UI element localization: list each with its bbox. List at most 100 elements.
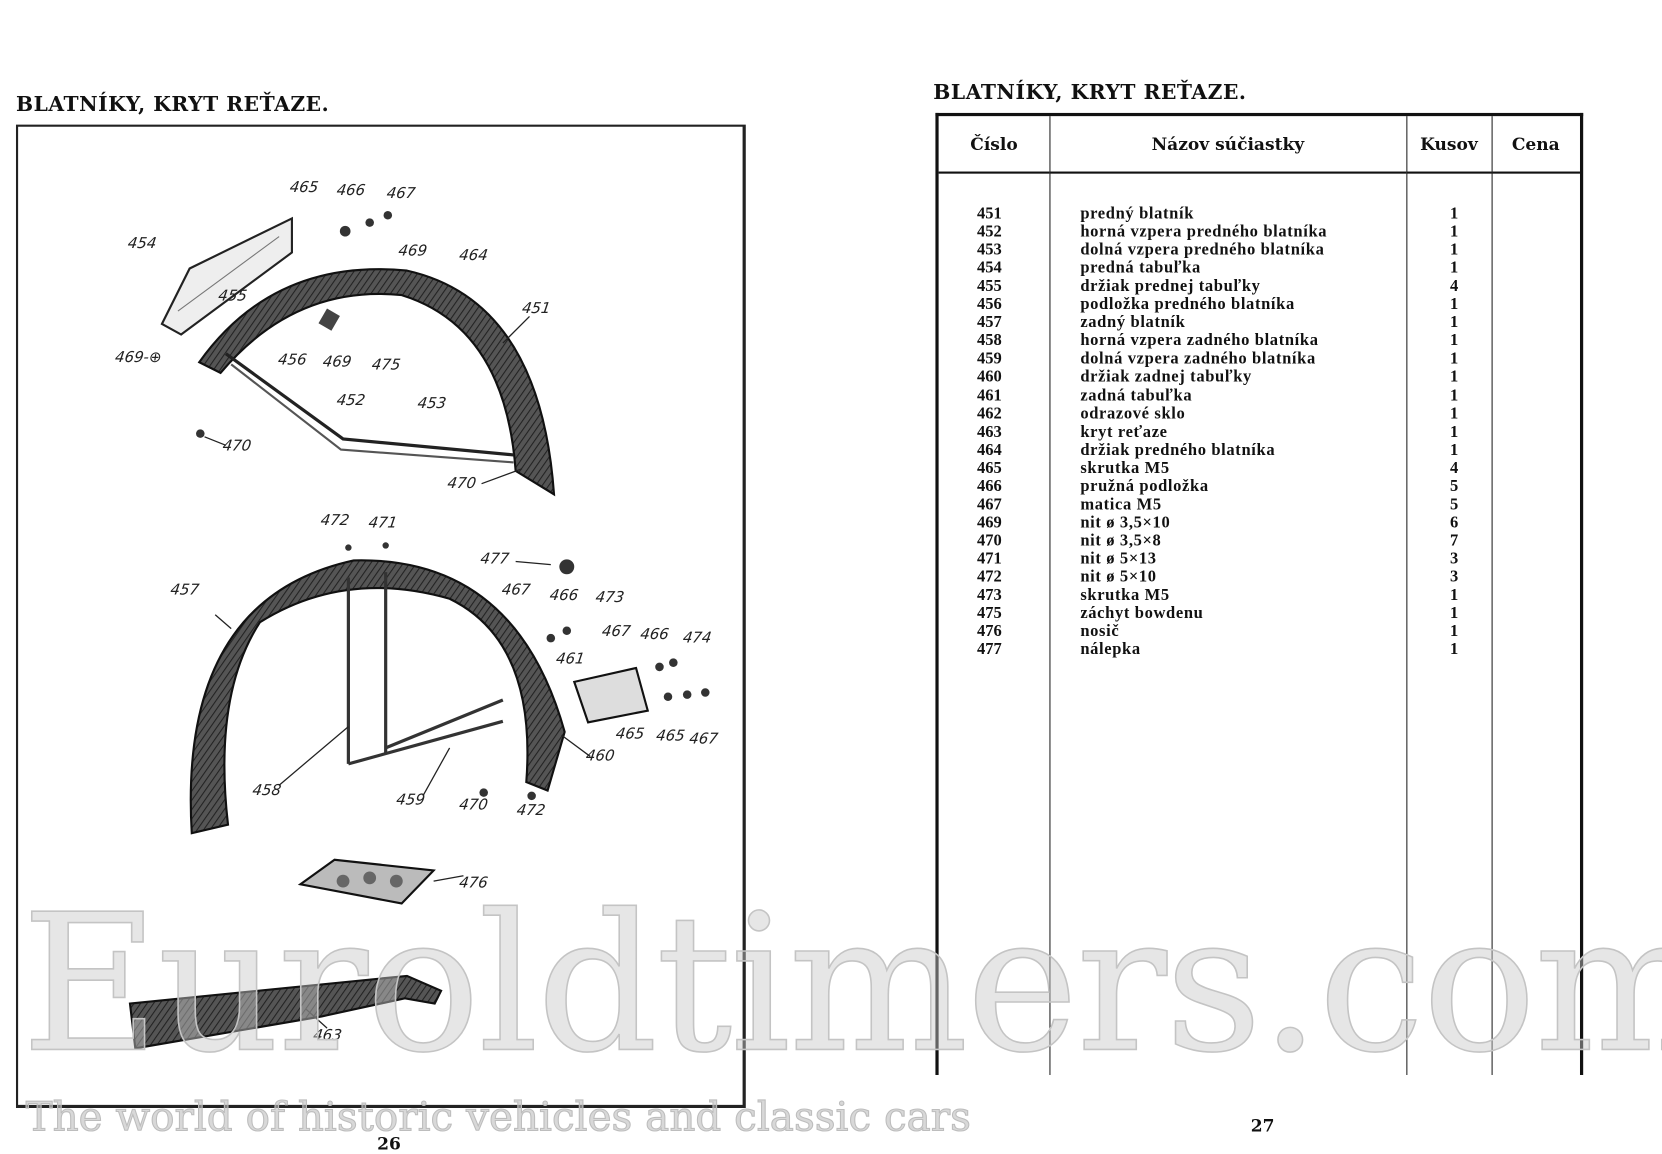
table-row: 461 zadná tabuľka 1: [939, 386, 1578, 404]
part-quantity: 1: [1450, 349, 1459, 368]
table-row: 451 predný blatník 1: [939, 205, 1578, 223]
front-lower-strut: [230, 363, 514, 464]
part-name: držiak zadnej tabuľky: [1080, 368, 1252, 387]
part-quantity: 1: [1450, 331, 1459, 350]
exploded-view-drawing: [128, 210, 710, 1050]
callout-label: 466: [335, 182, 367, 200]
callout-label: 459: [395, 791, 427, 809]
column-divider: [1049, 116, 1051, 1075]
part-number: 464: [976, 440, 1002, 459]
front-upper-strut: [224, 352, 514, 457]
callout-label: 470: [457, 796, 489, 814]
part-quantity: 1: [1450, 313, 1459, 332]
callout-label: 465: [614, 725, 646, 743]
callout-label: 461: [554, 650, 586, 669]
callout-label: 465: [288, 178, 320, 197]
part-name: horná vzpera predného blatníka: [1080, 222, 1328, 241]
callout-label: 453: [416, 395, 448, 413]
part-name: skrutka M5: [1080, 586, 1170, 605]
part-number: 465: [976, 458, 1002, 477]
callout-label: 472: [515, 802, 547, 820]
callout-label: 469-⊕: [113, 349, 163, 367]
part-name: dolná vzpera zadného blatníka: [1080, 349, 1316, 368]
part-name: dolná vzpera predného blatníka: [1080, 240, 1325, 259]
part-quantity: 1: [1450, 204, 1459, 223]
part-quantity: 1: [1450, 259, 1459, 278]
part-quantity: 6: [1450, 513, 1459, 532]
part-name: kryt reťaze: [1080, 422, 1168, 441]
table-row: 467 matica M5 5: [939, 495, 1578, 513]
part-name: záchyt bowdenu: [1080, 604, 1204, 623]
callout-label: 455: [217, 287, 249, 305]
part-number: 472: [976, 567, 1002, 586]
part-name: pružná podložka: [1080, 477, 1209, 496]
callout-label: 452: [335, 392, 367, 410]
callout-label: 477: [479, 550, 511, 568]
callout-label: 470: [446, 475, 478, 493]
callout-label: 471: [367, 514, 399, 532]
part-quantity: 5: [1450, 495, 1459, 514]
part-quantity: 1: [1450, 295, 1459, 314]
part-quantity: 1: [1450, 440, 1459, 459]
part-number: 453: [976, 240, 1002, 259]
callout-label: 460: [584, 747, 616, 765]
part-number: 476: [976, 622, 1002, 641]
right-page-number: 27: [1250, 1115, 1275, 1136]
front-fender-shape: [197, 268, 556, 497]
part-number: 452: [976, 222, 1002, 241]
part-name: nálepka: [1080, 640, 1141, 659]
callout-label: 466: [548, 587, 580, 605]
callout-label: 470: [221, 437, 253, 455]
part-name: horná vzpera zadného blatníka: [1080, 331, 1319, 350]
part-quantity: 3: [1450, 567, 1459, 586]
callout-label: 469: [397, 242, 429, 260]
part-number: 475: [976, 604, 1002, 623]
part-number: 454: [976, 259, 1002, 278]
watermark-brand: Euroldtimers.com: [21, 873, 1662, 1095]
part-number: 462: [976, 404, 1002, 423]
part-number: 451: [976, 204, 1002, 223]
part-quantity: 1: [1450, 404, 1459, 423]
callout-label: 473: [594, 589, 626, 607]
part-name: odrazové sklo: [1080, 404, 1186, 423]
part-number: 461: [976, 386, 1002, 405]
part-number: 471: [976, 549, 1002, 568]
part-name: matica M5: [1080, 495, 1162, 514]
part-number: 458: [976, 331, 1002, 350]
part-quantity: 1: [1450, 622, 1459, 641]
part-name: predný blatník: [1080, 204, 1195, 223]
left-page-title: BLATNÍKY, KRYT REŤAZE.: [15, 92, 330, 117]
part-quantity: 1: [1450, 640, 1459, 659]
part-number: 456: [976, 295, 1002, 314]
part-number: 473: [976, 586, 1002, 605]
part-number: 477: [976, 640, 1002, 659]
part-number: 467: [976, 495, 1002, 514]
table-row: 456 podložka predného blatníka 1: [939, 295, 1578, 313]
part-quantity: 4: [1450, 277, 1459, 296]
part-quantity: 1: [1450, 368, 1459, 387]
part-name: nit ø 5×10: [1080, 567, 1157, 586]
watermark-tagline: The world of historic vehicles and class…: [25, 1093, 971, 1141]
callout-label: 457: [169, 581, 201, 599]
callout-label: 475: [370, 356, 402, 374]
part-name: zadná tabuľka: [1080, 386, 1193, 405]
callout-label: 464: [457, 247, 489, 265]
part-name: podložka predného blatníka: [1080, 295, 1295, 314]
part-quantity: 7: [1450, 531, 1459, 550]
column-header-number: Číslo: [938, 116, 1050, 174]
callout-label: 472: [319, 512, 351, 530]
callout-label: 469: [321, 353, 353, 371]
column-divider: [1491, 116, 1493, 1075]
part-quantity: 1: [1450, 386, 1459, 405]
part-quantity: 4: [1450, 458, 1459, 477]
